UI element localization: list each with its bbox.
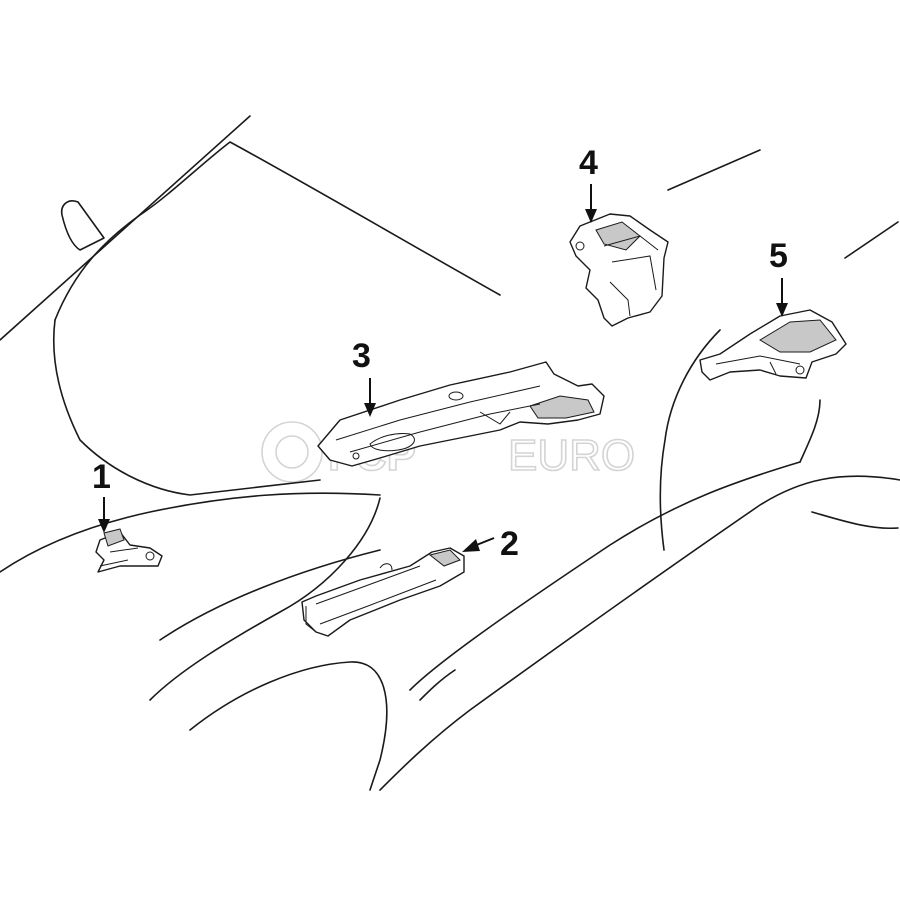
- callout-arrowhead-1: [98, 519, 110, 533]
- part-5-side-shield: [699, 309, 847, 381]
- door-shut-line: [799, 399, 821, 463]
- callout-label-3: 3: [352, 337, 371, 375]
- rear-roof-line: [844, 221, 899, 259]
- mirror-outline: [60, 200, 105, 251]
- door-lower-line: [409, 461, 801, 691]
- callout-arrowhead-4: [585, 209, 597, 223]
- callout-arrowhead-5: [776, 303, 788, 317]
- roof-line-right: [667, 149, 761, 191]
- watermark-suffix: EURO: [508, 431, 635, 480]
- part-3-underbody-shield: [317, 361, 605, 467]
- callout-2: 2: [462, 525, 519, 563]
- rocker-lower-line: [379, 475, 900, 791]
- windshield-frame-line: [54, 141, 501, 321]
- sill-line: [419, 669, 456, 701]
- part-2-lower-shield: [301, 547, 465, 637]
- bumper-line: [149, 497, 381, 701]
- part-4-upper-shield: [569, 213, 669, 327]
- vehicle-outline: [0, 115, 900, 791]
- callout-label-4: 4: [579, 144, 598, 182]
- door-front-edge: [659, 329, 721, 551]
- callout-5: 5: [769, 237, 788, 317]
- callout-3: 3: [352, 337, 376, 417]
- callout-label-2: 2: [500, 525, 519, 563]
- callout-arrowhead-2: [462, 539, 480, 552]
- a-pillar-line: [52, 319, 321, 496]
- part-1-bracket: [95, 528, 163, 573]
- callout-arrowhead-3: [364, 403, 376, 417]
- callout-label-5: 5: [769, 237, 788, 275]
- callout-4: 4: [579, 144, 598, 223]
- callout-label-1: 1: [92, 458, 111, 496]
- hood-edge-line: [0, 492, 381, 573]
- callout-1: 1: [92, 458, 111, 533]
- wheel-arch-line: [189, 661, 388, 791]
- rear-arch-line: [811, 511, 899, 530]
- windshield-upper-line: [0, 115, 251, 341]
- fender-line: [159, 549, 381, 641]
